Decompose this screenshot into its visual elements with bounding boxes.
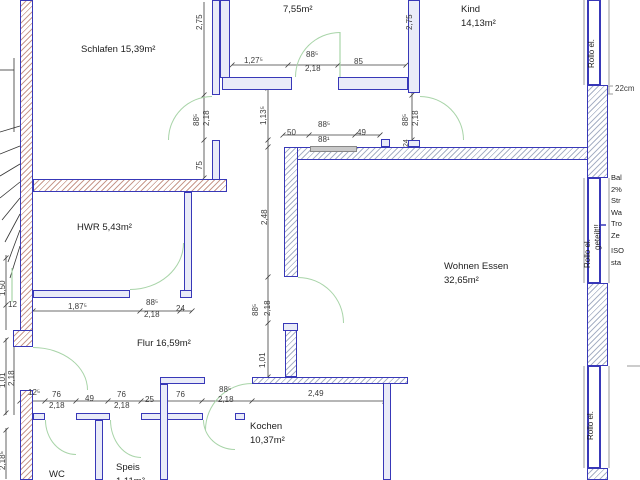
dim: 2,18	[411, 110, 420, 126]
edge-text-8: sta	[611, 258, 622, 267]
dim: 76	[176, 390, 185, 399]
wall-thickness-label: 22cm	[615, 84, 635, 93]
wall-kind-west-stub	[408, 140, 420, 147]
dim: 1,13⁵	[259, 106, 268, 125]
pier-right-1	[587, 85, 608, 178]
wall-bad-south-left	[222, 77, 292, 90]
dim: 88⁵	[146, 298, 159, 307]
edge-text-5: Tro	[611, 219, 622, 228]
wall-hwr-south-stub	[180, 290, 192, 298]
dim: 2,18	[263, 300, 272, 316]
dim: 1,87⁵	[68, 302, 87, 311]
dim: 85	[354, 57, 363, 66]
wall-kind-west	[408, 0, 420, 93]
room-label-kind: Kind	[461, 4, 481, 15]
dim: 49	[357, 128, 366, 137]
staircase	[0, 58, 21, 279]
edge-text-3: Str	[611, 196, 621, 205]
wall-schlafen-east-upper	[212, 0, 220, 95]
pocket-door-sill	[310, 146, 357, 152]
dim: 88¹	[318, 135, 330, 144]
room-area-speis-clipped: 1,11m²	[116, 477, 145, 480]
dim: 2,18	[49, 401, 65, 410]
wall-nib	[381, 139, 390, 147]
room-area-kind: 14,13m²	[461, 18, 496, 29]
room-area-bad: 7,55m²	[283, 4, 313, 15]
wall-flur-south	[160, 377, 205, 384]
dim: 88⁵	[192, 113, 201, 126]
window-note-geteilt: geteilt!!	[593, 224, 602, 250]
dim: 2,18	[144, 310, 160, 319]
dim: 88⁵	[401, 113, 410, 126]
dim: 2,75	[405, 14, 414, 30]
dim: 88⁵	[306, 50, 319, 59]
window-note-rollo-top: Rollo el.	[587, 39, 596, 68]
wall-kochen-north	[252, 377, 408, 384]
dim: 88⁵	[318, 120, 331, 129]
room-label-schlafen: Schlafen 15,39m²	[81, 44, 156, 55]
edge-text-7: ISO	[611, 246, 624, 255]
wall-bad-south-right	[338, 77, 408, 90]
dim: 75	[195, 161, 204, 170]
dim: 88⁵	[219, 385, 232, 394]
wall-schlafen-east-stub	[212, 140, 220, 180]
dim: 50	[287, 128, 296, 137]
dim: 88⁵	[251, 303, 260, 316]
edge-text-4: Wa	[611, 208, 622, 217]
room-label-bad-clipped: Bad	[283, 0, 300, 2]
edge-text-1: Bal	[611, 173, 622, 182]
window-note-rollo-mid: Rollo el.	[583, 239, 592, 268]
room-label-wc: WC	[49, 469, 65, 480]
dim: 2,18	[305, 64, 321, 73]
dim: 12⁵	[28, 388, 41, 397]
dim: 2,48	[260, 209, 269, 225]
dim: 25	[145, 395, 154, 404]
wall-hwr-south	[33, 290, 130, 298]
dim: 1,50	[0, 280, 7, 296]
dim: 2,18	[218, 395, 234, 404]
room-label-speis: Speis	[116, 462, 140, 473]
room-label-flur: Flur 16,59m²	[137, 338, 191, 349]
dim: 76	[117, 390, 126, 399]
wall-speis-north	[141, 413, 203, 420]
dim: 24	[176, 304, 185, 313]
dim: 24	[403, 139, 410, 147]
dim: 1,01	[258, 352, 267, 368]
dim: 2,18	[202, 110, 211, 126]
dim: 2,18⁵	[0, 451, 7, 470]
edge-text-6: Ze	[611, 231, 620, 240]
dim: 2,75	[195, 14, 204, 30]
dim: 2,18	[114, 401, 130, 410]
wall-wohnen-west-pier	[284, 147, 298, 277]
dim: 49	[85, 394, 94, 403]
wall-wc-north-1	[33, 413, 45, 420]
room-area-wohnen: 32,65m²	[444, 275, 479, 286]
edge-text-2: 2%	[611, 185, 622, 194]
wall-mid-pier	[285, 330, 297, 377]
window-kind	[587, 0, 601, 85]
room-label-wohnen: Wohnen Essen	[444, 261, 509, 272]
wall-hwr-north	[33, 179, 227, 192]
window-wohnen-south	[587, 366, 601, 468]
window-note-rollo-bottom: Rollo el.	[586, 411, 595, 440]
dim: 1,27⁵	[244, 56, 263, 65]
dim: 76	[52, 390, 61, 399]
dim: 12	[8, 300, 17, 309]
room-label-kochen: Kochen	[250, 421, 283, 432]
window-wohnen-north	[587, 178, 601, 283]
wall-exterior-left-notch	[13, 330, 33, 347]
dim: 2,18	[7, 370, 16, 386]
room-area-kochen: 10,37m²	[250, 435, 285, 446]
pier-right-2	[587, 283, 608, 366]
room-label-hwr: HWR 5,43m²	[77, 222, 132, 233]
wall-wc-north-2	[76, 413, 110, 420]
dim: 2,49	[308, 389, 324, 398]
